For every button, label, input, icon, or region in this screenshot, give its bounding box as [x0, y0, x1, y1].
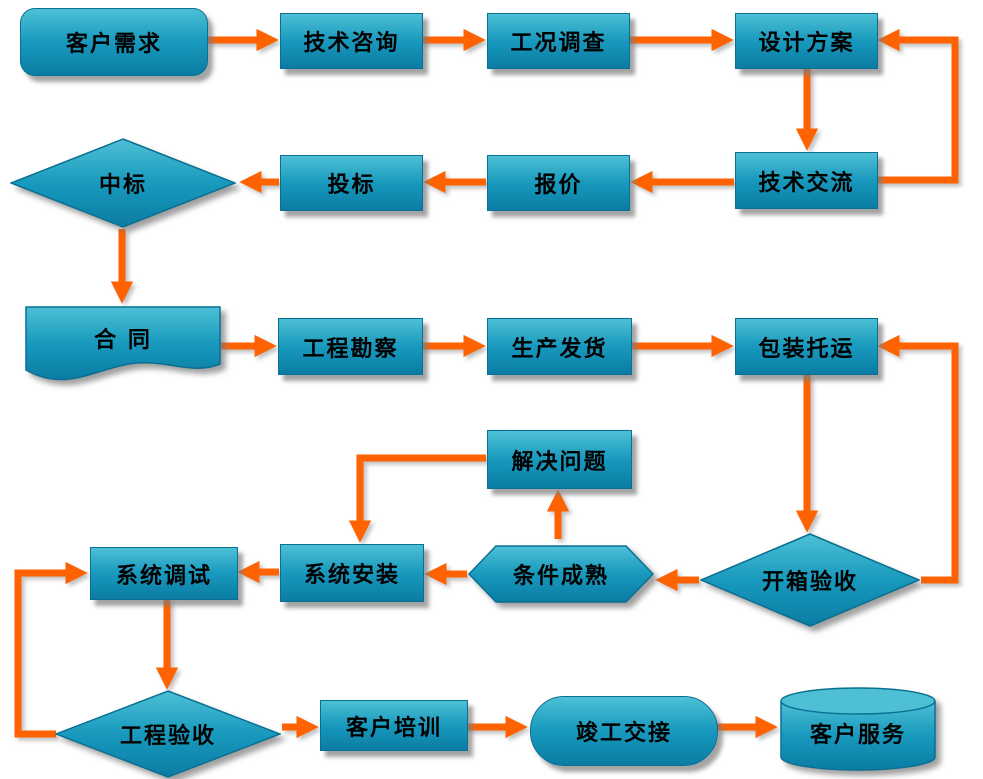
node-project-accept-label: 工程验收	[119, 724, 216, 749]
node-customer-training-label: 客户培训	[345, 715, 442, 741]
node-customer-training: 客户培训	[320, 700, 468, 751]
node-system-install: 系统安装	[280, 544, 424, 602]
node-completion-handover-label: 竣工交接	[575, 721, 672, 746]
node-condition-survey-label: 工况调查	[510, 31, 607, 56]
node-customer-service: 客户服务	[780, 687, 936, 771]
node-project-accept: 工程验收	[55, 690, 281, 778]
node-design-plan: 设计方案	[735, 13, 878, 69]
node-win-bid-label: 中标	[98, 173, 147, 198]
node-condition-survey: 工况调查	[487, 13, 630, 69]
arrow-unpack-inspect-to-packing	[877, 334, 959, 584]
node-unpack-inspect-label: 开箱验收	[761, 570, 858, 595]
node-contract-label: 合 同	[94, 328, 152, 353]
node-win-bid: 中标	[10, 138, 236, 228]
node-tech-consult-label: 技术咨询	[303, 31, 400, 56]
diamond-shape	[55, 690, 281, 778]
node-system-debug: 系统调试	[90, 547, 238, 600]
node-eng-survey-label: 工程勘察	[302, 336, 399, 362]
arrow-project-accept-to-system-debug	[14, 561, 88, 738]
node-condition-ready: 条件成熟	[468, 545, 654, 603]
node-customer-service-label: 客户服务	[809, 723, 906, 748]
arrow-tech-exchange-to-design-plan	[876, 28, 959, 184]
node-production-delivery: 生产发货	[487, 318, 632, 375]
node-unpack-inspect: 开箱验收	[700, 533, 920, 627]
node-packing-shipping: 包装托运	[735, 318, 878, 375]
node-customer-needs: 客户需求	[20, 8, 208, 76]
node-design-plan-label: 设计方案	[758, 31, 855, 56]
node-tech-consult: 技术咨询	[280, 13, 423, 69]
node-solve-problem-label: 解决问题	[511, 449, 608, 475]
cylinder-shape	[780, 687, 936, 771]
node-solve-problem: 解决问题	[487, 430, 632, 489]
node-quote-label: 报价	[534, 173, 583, 198]
node-customer-needs-label: 客户需求	[65, 32, 162, 57]
diamond-shape	[700, 533, 920, 627]
hexagon-shape	[468, 545, 654, 603]
node-bid-label: 投标	[327, 173, 376, 198]
diamond-shape	[10, 138, 236, 228]
node-system-install-label: 系统安装	[303, 563, 400, 588]
document-shape	[25, 306, 221, 381]
node-bid: 投标	[280, 155, 423, 211]
node-contract: 合 同	[25, 306, 221, 386]
node-tech-exchange: 技术交流	[735, 152, 878, 209]
arrow-solve-problem-to-system-install	[348, 454, 486, 543]
node-eng-survey: 工程勘察	[278, 318, 423, 375]
node-system-debug-label: 系统调试	[115, 563, 212, 589]
node-production-delivery-label: 生产发货	[511, 336, 608, 362]
node-quote: 报价	[487, 155, 630, 211]
node-completion-handover: 竣工交接	[530, 696, 718, 766]
node-tech-exchange-label: 技术交流	[758, 170, 855, 196]
node-condition-ready-label: 条件成熟	[512, 564, 609, 589]
node-packing-shipping-label: 包装托运	[758, 336, 855, 362]
